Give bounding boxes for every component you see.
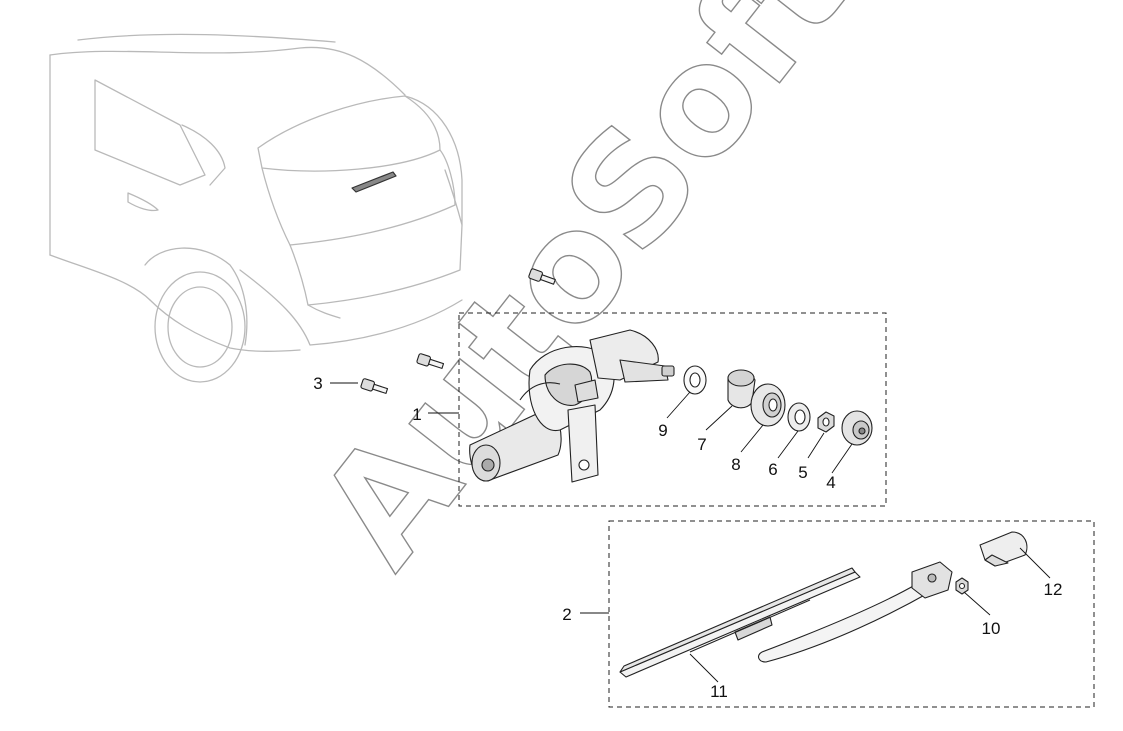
watermark-autosoft: AutoSoft: [286, 0, 884, 598]
callout-8: 8: [731, 455, 740, 474]
wiper-blade-icon: [619, 567, 861, 678]
callout-4: 4: [826, 473, 835, 492]
wiper-arm-icon: [757, 561, 953, 663]
arm-cover-icon: [979, 531, 1028, 567]
callout-7: 7: [697, 435, 706, 454]
callout-6: 6: [768, 460, 777, 479]
cap-icon: [841, 410, 873, 446]
washer-icon: [683, 365, 707, 395]
callout-11: 11: [710, 682, 728, 701]
wiper-motor-icon: [469, 329, 675, 483]
callout-1: 1: [412, 405, 421, 424]
nut-icon: [955, 577, 969, 595]
group-box-arm-and-blade: [608, 520, 1095, 708]
callout-2: 2: [562, 605, 571, 624]
svg-text:AutoSoft: AutoSoft: [286, 0, 882, 597]
nut-icon: [817, 411, 835, 433]
bushing-icon: [750, 383, 786, 427]
vehicle-rear-outline: [49, 33, 463, 383]
group-box-motor-assembly: [458, 312, 887, 507]
leader-lines: [330, 382, 1051, 683]
callout-12: 12: [1044, 580, 1063, 599]
callout-10: 10: [982, 619, 1001, 638]
bolt-icon: [528, 268, 556, 285]
callout-5: 5: [798, 463, 807, 482]
callout-9: 9: [658, 421, 667, 440]
callout-3: 3: [313, 374, 322, 393]
bolt-icon: [416, 353, 445, 369]
washer-icon: [787, 402, 811, 432]
grommet-icon: [727, 369, 756, 409]
bolt-icon: [360, 378, 389, 394]
